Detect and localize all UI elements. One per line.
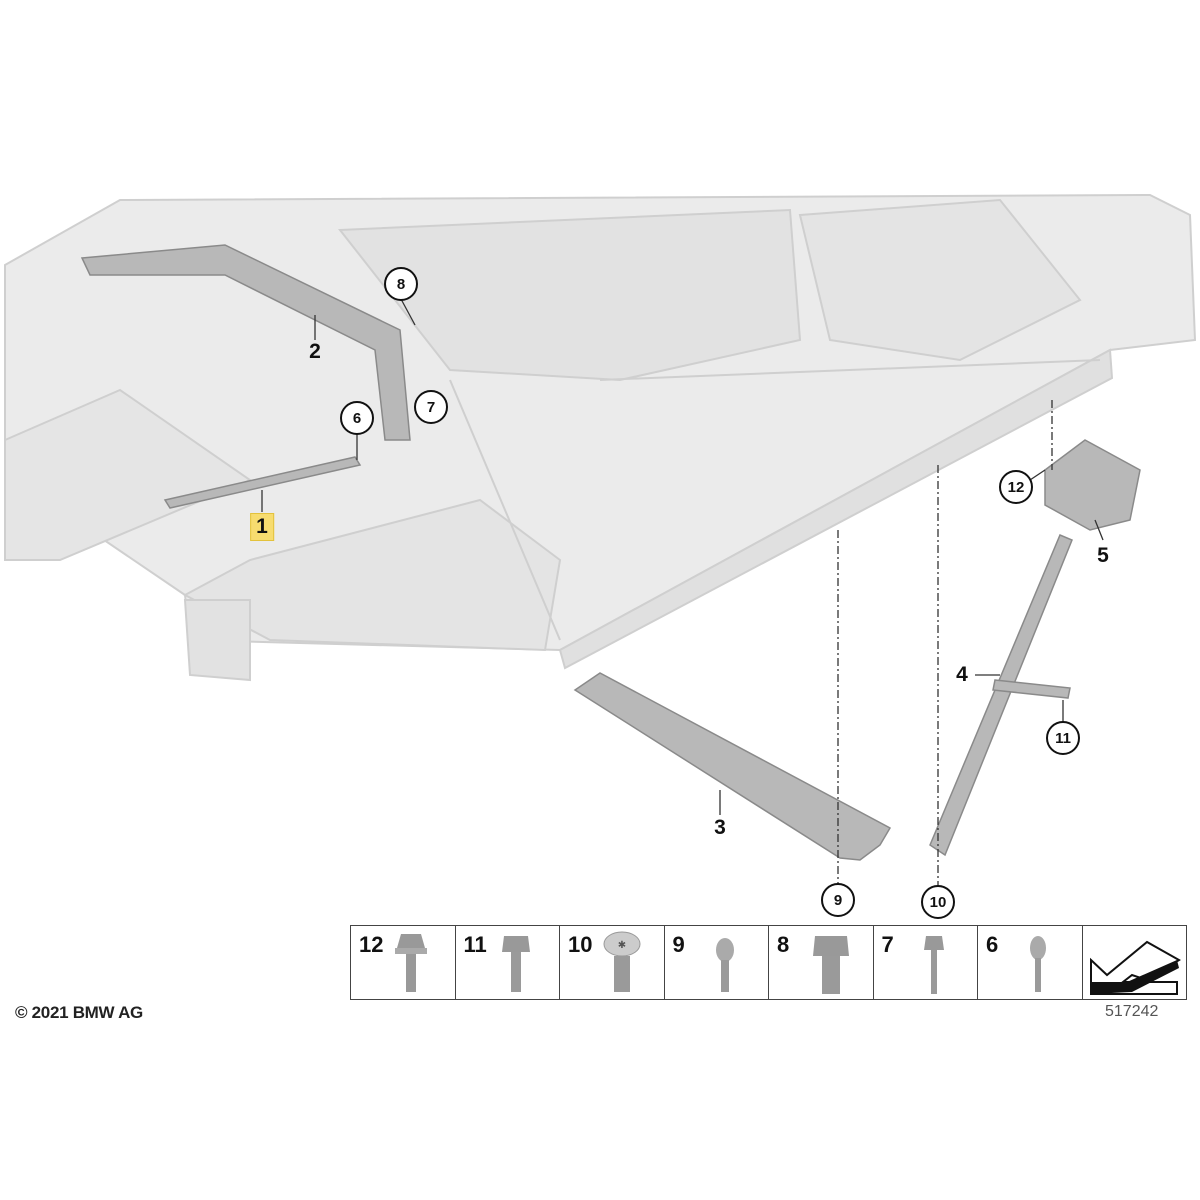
- callout-11[interactable]: 11: [1046, 721, 1080, 755]
- parts: [80, 244, 1141, 861]
- part-5-bracket: [1044, 439, 1141, 531]
- copyright-text: © 2021 BMW AG: [15, 1003, 143, 1022]
- callout-1[interactable]: 1: [250, 513, 274, 541]
- part-2-strut-brace: [80, 244, 411, 441]
- hex-bolt-long-icon: [923, 936, 944, 994]
- callout-10[interactable]: 10: [921, 885, 955, 919]
- callout-5[interactable]: 5: [1097, 544, 1109, 567]
- parts-cell-7[interactable]: 7: [874, 926, 978, 999]
- part-1-strut: [163, 456, 362, 509]
- torx-cap-screw-icon: ✱: [603, 931, 641, 992]
- callout-4[interactable]: 4: [956, 663, 968, 686]
- parts-cell-8[interactable]: 8: [769, 926, 874, 999]
- view-direction-arrow-icon: [1089, 940, 1181, 995]
- parts-cell-10[interactable]: 10 ✱: [560, 926, 665, 999]
- callout-6[interactable]: 6: [340, 401, 374, 435]
- part-4-arm: [992, 679, 1071, 699]
- leader-lines: [261, 298, 1104, 887]
- view-direction-cell: [1083, 926, 1187, 999]
- callout-9[interactable]: 9: [821, 883, 855, 917]
- part-3-underbody-panel: [573, 672, 892, 861]
- callout-8[interactable]: 8: [384, 267, 418, 301]
- torx-bolt-icon: [715, 938, 734, 992]
- image-number: 517242: [1105, 1003, 1159, 1020]
- flange-bolt-icon: [395, 934, 427, 992]
- hex-bolt-icon: [501, 936, 530, 992]
- svg-text:✱: ✱: [618, 940, 626, 951]
- callout-2[interactable]: 2: [309, 340, 321, 363]
- part-4-brace: [929, 534, 1073, 857]
- parts-cell-9[interactable]: 9: [665, 926, 769, 999]
- parts-table: 12 11 10 ✱ 9 8 7 6: [350, 925, 1187, 1000]
- callout-3[interactable]: 3: [714, 816, 726, 839]
- parts-cell-12[interactable]: 12: [351, 926, 456, 999]
- callout-12[interactable]: 12: [999, 470, 1033, 504]
- torx-bolt-icon: [1030, 936, 1046, 992]
- parts-cell-11[interactable]: 11: [456, 926, 560, 999]
- hex-bolt-large-icon: [813, 936, 849, 994]
- parts-cell-6[interactable]: 6: [978, 926, 1083, 999]
- callout-7[interactable]: 7: [414, 390, 448, 424]
